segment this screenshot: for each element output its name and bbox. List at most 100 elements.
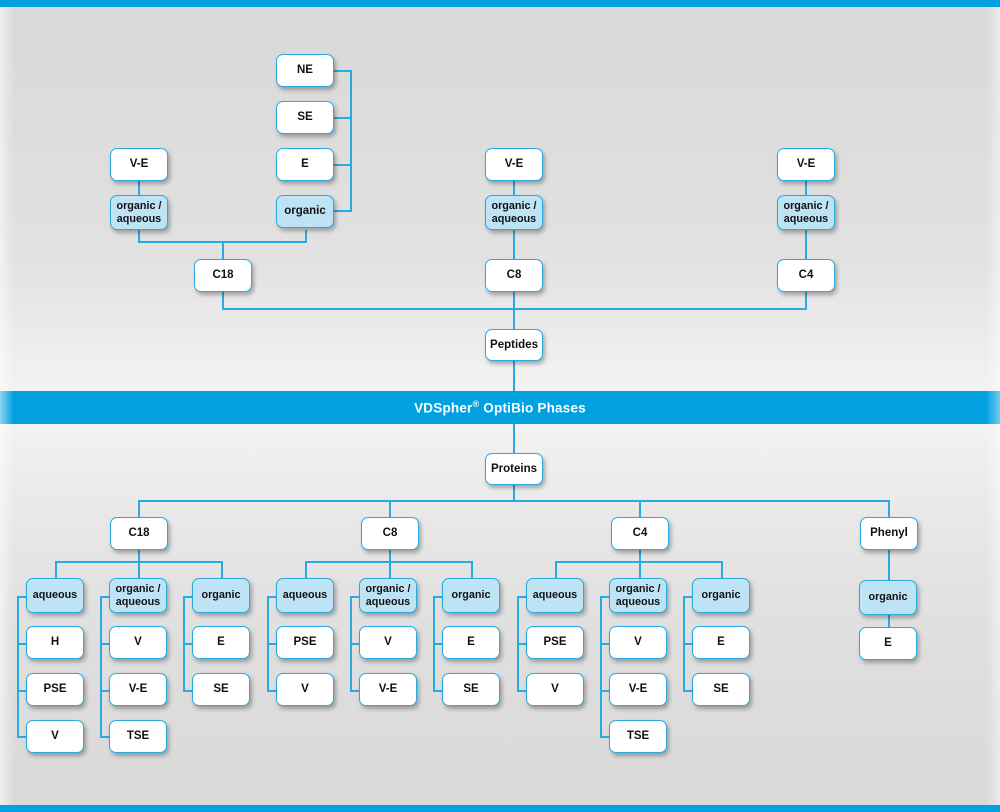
node-c8-oa-ve[interactable]: V-E <box>359 673 417 706</box>
node-c8-organic-e[interactable]: E <box>442 626 500 659</box>
node-peptides-c18-ve[interactable]: V-E <box>110 148 168 181</box>
node-c4-oa-v[interactable]: V <box>609 626 667 659</box>
connector-banner-to-proteins <box>513 423 515 454</box>
node-label: NE <box>297 64 313 77</box>
connector-se-to-bus <box>334 117 352 119</box>
node-c4-aqueous[interactable]: aqueous <box>526 578 584 613</box>
node-peptides-organic-ne[interactable]: NE <box>276 54 334 87</box>
node-c18-oa-ve[interactable]: V-E <box>109 673 167 706</box>
section-banner: VDSpher® OptiBio Phases <box>0 391 1000 424</box>
node-proteins-phase-c18[interactable]: C18 <box>110 517 168 550</box>
connector-proteins-bus <box>138 500 890 502</box>
connector-organic-down <box>305 230 307 242</box>
node-peptides-c8-ve[interactable]: V-E <box>485 148 543 181</box>
node-label: V <box>551 683 559 696</box>
node-proteins-phase-c4[interactable]: C4 <box>611 517 669 550</box>
node-phenyl-organic[interactable]: organic <box>859 580 917 615</box>
node-proteins-phase-c8[interactable]: C8 <box>361 517 419 550</box>
node-peptides-c8-organic-aqueous[interactable]: organic / aqueous <box>485 195 543 230</box>
node-c18-aqueous-pse[interactable]: PSE <box>26 673 84 706</box>
node-c18-organic-se[interactable]: SE <box>192 673 250 706</box>
connector-oa-left-down <box>138 230 140 242</box>
node-c4-organic[interactable]: organic <box>692 578 750 613</box>
node-peptides-phase-c4[interactable]: C4 <box>777 259 835 292</box>
node-label: aqueous <box>282 589 328 602</box>
connector-c18-to-bus <box>222 291 224 309</box>
node-peptides-c4-organic-aqueous[interactable]: organic / aqueous <box>777 195 835 230</box>
node-peptides-organic-se[interactable]: SE <box>276 101 334 134</box>
node-root-peptides[interactable]: Peptides <box>485 329 543 361</box>
node-c4-oa-tse[interactable]: TSE <box>609 720 667 753</box>
connector-c8-to-bus <box>513 291 515 309</box>
node-c18-organic[interactable]: organic <box>192 578 250 613</box>
registered-mark-icon: ® <box>472 399 480 410</box>
node-c4-aqueous-pse[interactable]: PSE <box>526 626 584 659</box>
node-label: TSE <box>126 730 150 743</box>
connector-c8-to-organic <box>471 561 473 578</box>
connector-c8-oa-c1 <box>350 643 363 645</box>
connector-c18-stem <box>222 241 224 260</box>
node-c18-aqueous-h[interactable]: H <box>26 626 84 659</box>
connector-bus-to-c18 <box>138 500 140 518</box>
node-label-line2: aqueous <box>365 595 411 608</box>
node-c8-oa-v[interactable]: V <box>359 626 417 659</box>
connector-c4-organic-head <box>683 596 696 598</box>
connector-c4-aqueous-c2 <box>517 690 530 692</box>
connector-c18-oa-c1 <box>100 643 113 645</box>
connector-proteins-stem <box>513 484 515 501</box>
node-c18-organic-e[interactable]: E <box>192 626 250 659</box>
node-c8-organic[interactable]: organic <box>442 578 500 613</box>
node-peptides-c18-organic-aqueous[interactable]: organic / aqueous <box>110 195 168 230</box>
node-c4-aqueous-v[interactable]: V <box>526 673 584 706</box>
node-label: E <box>217 636 225 649</box>
banner-brand: VDSpher <box>414 400 473 416</box>
connector-c18-to-oa <box>138 561 140 578</box>
node-phenyl-organic-e[interactable]: E <box>859 627 917 660</box>
node-root-proteins[interactable]: Proteins <box>485 453 543 485</box>
node-c8-aqueous-pse[interactable]: PSE <box>276 626 334 659</box>
connector-c8-oa-c2 <box>350 690 363 692</box>
node-c18-aqueous-v[interactable]: V <box>26 720 84 753</box>
connector-c8-oa-head <box>350 596 363 598</box>
node-peptides-organic-e[interactable]: E <box>276 148 334 181</box>
node-peptides-c18-organic[interactable]: organic <box>276 195 334 228</box>
node-peptides-c4-ve[interactable]: V-E <box>777 148 835 181</box>
connector-c4-aqueous-head <box>517 596 530 598</box>
node-label: V-E <box>504 158 524 171</box>
node-proteins-phase-phenyl[interactable]: Phenyl <box>860 517 918 550</box>
node-label: Proteins <box>490 462 537 475</box>
connector-c18-oa-head <box>100 596 113 598</box>
node-c4-organic-se[interactable]: SE <box>692 673 750 706</box>
node-c18-organic-aqueous[interactable]: organic / aqueous <box>109 578 167 613</box>
node-label: C4 <box>632 527 648 540</box>
node-label: E <box>717 636 725 649</box>
node-peptides-phase-c8[interactable]: C8 <box>485 259 543 292</box>
banner-rest: OptiBio Phases <box>479 400 586 416</box>
node-label: C18 <box>128 527 150 540</box>
connector-c4-group-stem <box>639 549 641 562</box>
connector-c4-to-aqueous <box>555 561 557 578</box>
connector-peptides-to-banner <box>513 360 515 392</box>
node-c4-oa-ve[interactable]: V-E <box>609 673 667 706</box>
connector-c4-to-bus <box>805 291 807 309</box>
node-c18-aqueous[interactable]: aqueous <box>26 578 84 613</box>
connector-c18-aqueous-c2 <box>17 690 30 692</box>
node-c4-organic-e[interactable]: E <box>692 626 750 659</box>
connector-c4-group-bar <box>555 561 722 563</box>
node-label: organic <box>201 589 241 602</box>
node-c8-organic-se[interactable]: SE <box>442 673 500 706</box>
top-accent-bar <box>0 0 1000 7</box>
node-label-line2: aqueous <box>783 212 829 225</box>
node-c8-organic-aqueous[interactable]: organic / aqueous <box>359 578 417 613</box>
connector-c8-aqueous-c1 <box>267 643 280 645</box>
node-label: V <box>134 636 142 649</box>
node-label: H <box>50 636 60 649</box>
node-label: E <box>467 636 475 649</box>
node-c4-organic-aqueous[interactable]: organic / aqueous <box>609 578 667 613</box>
node-c18-oa-tse[interactable]: TSE <box>109 720 167 753</box>
node-c18-oa-v[interactable]: V <box>109 626 167 659</box>
node-peptides-phase-c18[interactable]: C18 <box>194 259 252 292</box>
connector-top-organic-bus <box>350 71 352 211</box>
node-c8-aqueous[interactable]: aqueous <box>276 578 334 613</box>
node-c8-aqueous-v[interactable]: V <box>276 673 334 706</box>
